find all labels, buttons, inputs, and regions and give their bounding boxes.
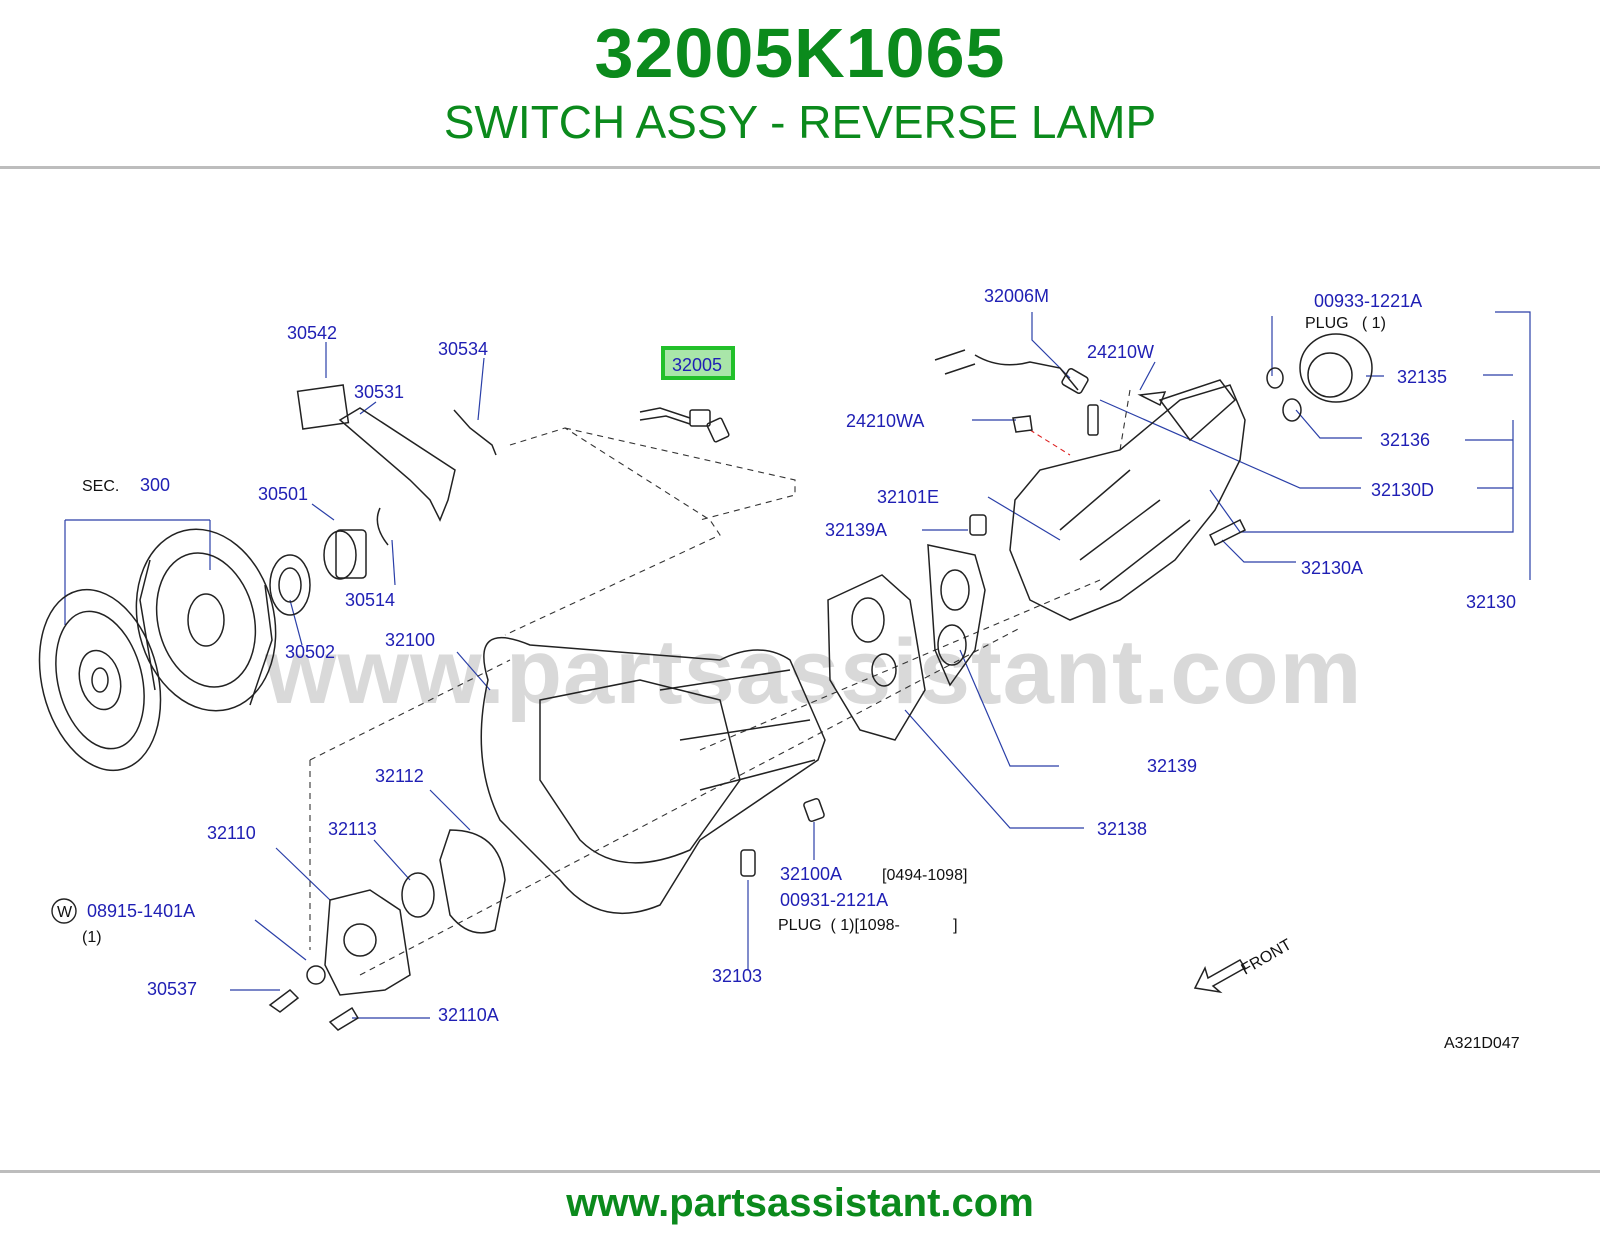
part-description: SWITCH ASSY - REVERSE LAMP <box>443 96 1157 148</box>
label-32112[interactable]: 32112 <box>375 766 424 786</box>
footer-url-link[interactable]: www.partsassistant.com <box>566 1181 1034 1225</box>
header-divider <box>0 166 1600 169</box>
label-24210W[interactable]: 24210W <box>1087 342 1154 362</box>
label-32100A[interactable]: 32100A <box>780 864 842 884</box>
sec-label: SEC. <box>82 478 119 495</box>
release-bearing <box>269 529 367 616</box>
label-30534[interactable]: 30534 <box>438 339 488 359</box>
label-30537[interactable]: 30537 <box>147 979 197 999</box>
w-symbol: W <box>57 904 73 921</box>
label-32110[interactable]: 32110 <box>207 823 256 843</box>
part-number-title: 32005K1065 <box>594 14 1006 92</box>
label-32100[interactable]: 32100 <box>385 630 435 650</box>
assembly-guides <box>309 389 1131 976</box>
label-08915-1401A[interactable]: 08915-1401A <box>87 901 195 921</box>
label-32136[interactable]: 32136 <box>1380 430 1430 450</box>
label-32130D[interactable]: 32130D <box>1371 480 1434 500</box>
label-sec-300[interactable]: 300 <box>140 475 170 495</box>
label-30531[interactable]: 30531 <box>354 382 404 402</box>
leader-lines <box>64 311 1531 1019</box>
small-fasteners <box>268 514 987 1031</box>
highlight-box <box>661 346 735 380</box>
label-00933-note: PLUG ( 1) <box>1305 315 1386 332</box>
label-32130A[interactable]: 32130A <box>1301 558 1363 578</box>
label-32138[interactable]: 32138 <box>1097 819 1147 839</box>
label-08915-qty: (1) <box>82 929 102 946</box>
label-32006M[interactable]: 32006M <box>984 286 1049 306</box>
label-32135[interactable]: 32135 <box>1397 367 1447 387</box>
watermark: www.partsassistant.com <box>264 621 1362 723</box>
rear-components <box>934 333 1373 436</box>
transmission-case <box>1009 379 1247 621</box>
reverse-lamp-switch <box>639 407 730 443</box>
intermediate-plate <box>927 544 986 687</box>
label-32103[interactable]: 32103 <box>712 966 762 986</box>
label-32110A[interactable]: 32110A <box>438 1005 499 1025</box>
label-32100A-range: [0494-1098] <box>882 867 967 884</box>
clutch-housing <box>480 636 826 915</box>
part-labels: 32005 30542 30534 30531 SEC. 300 30501 3… <box>51 286 1520 1052</box>
label-32139A[interactable]: 32139A <box>825 520 887 540</box>
label-30514[interactable]: 30514 <box>345 590 395 610</box>
label-00933-1221A[interactable]: 00933-1221A <box>1314 291 1422 311</box>
footer-divider <box>0 1170 1600 1173</box>
adapter-plate <box>827 574 926 741</box>
label-32130[interactable]: 32130 <box>1466 592 1516 612</box>
label-00931-note: PLUG ( 1)[1098- ] <box>778 917 958 934</box>
label-30502[interactable]: 30502 <box>285 642 335 662</box>
clutch-disc <box>38 588 162 772</box>
label-32101E[interactable]: 32101E <box>877 487 939 507</box>
front-label: FRONT <box>1239 936 1295 978</box>
label-00931-2121A[interactable]: 00931-2121A <box>780 890 888 910</box>
withdrawal-lever <box>296 384 497 546</box>
front-arrow: FRONT <box>1193 936 1295 994</box>
reference-code: A321D047 <box>1444 1035 1520 1052</box>
label-32113[interactable]: 32113 <box>328 819 377 839</box>
label-32139[interactable]: 32139 <box>1147 756 1197 776</box>
w-circle-icon <box>51 898 77 924</box>
label-30542[interactable]: 30542 <box>287 323 337 343</box>
front-cover <box>324 829 506 996</box>
label-24210WA[interactable]: 24210WA <box>846 411 924 431</box>
label-30501[interactable]: 30501 <box>258 484 308 504</box>
clutch-cover <box>135 528 277 712</box>
label-32005-highlighted[interactable]: 32005 <box>672 355 722 375</box>
